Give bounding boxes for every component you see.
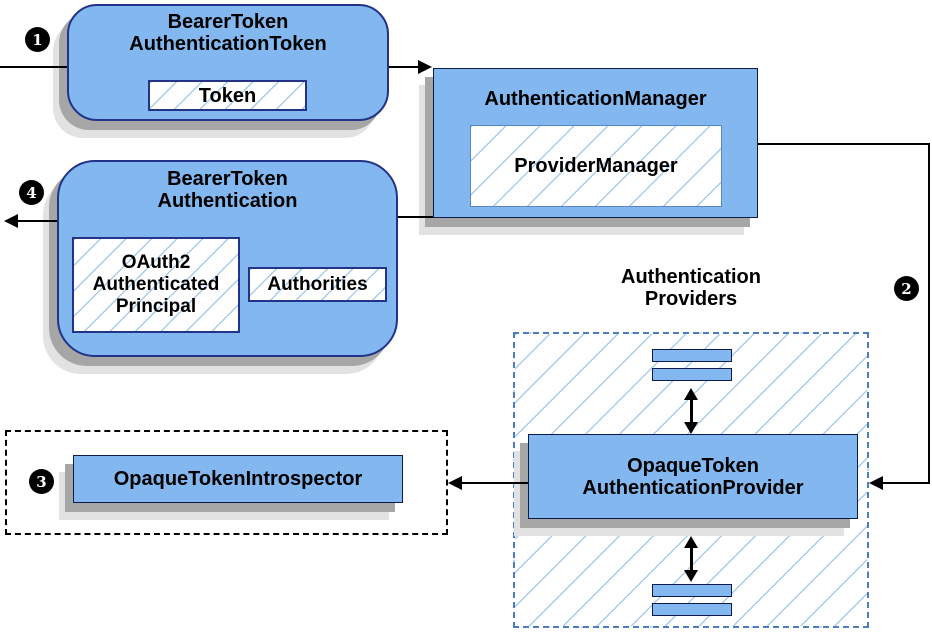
incoming-request-line [0,66,67,69]
provider-manager-label: ProviderManager [514,155,678,177]
provider-stack-bar [652,368,732,381]
principal-line: Principal [115,296,197,317]
title-line: Authentication [157,190,298,212]
title-line: BearerToken [167,168,288,190]
oauth2-authenticated-principal-box: OAuth2 Authenticated Principal [72,237,240,333]
step-number: 4 [26,183,37,202]
introspector-dashed-region [5,430,448,535]
principal-line: OAuth2 [121,252,191,273]
title-line: AuthenticationManager [484,88,707,110]
arrow-shaft [689,397,693,425]
arrow-shaft [689,545,693,573]
token-to-manager-arrowhead-icon [418,60,432,74]
title-line: BearerToken [167,11,289,33]
provider-stack-bar [652,349,732,362]
authentication-out-arrowhead-icon [4,214,18,228]
opaque-token-authentication-provider-box: OpaqueToken AuthenticationProvider [528,434,858,519]
step-badge-1: 1 [25,27,50,52]
provider-title-line: AuthenticationProvider [582,476,804,499]
authorities-label: Authorities [267,273,368,295]
step-badge-3: 3 [29,469,54,494]
token-label: Token [198,84,257,107]
token-to-manager-line [389,66,420,69]
arrow-up-icon [684,536,698,548]
principal-line: Authenticated [92,274,220,295]
arrow-down-icon [684,570,698,582]
double-arrow-icon [683,388,699,434]
step-number: 1 [32,30,43,49]
provider-stack-bar [652,584,732,597]
provider-stack-bar [652,603,732,616]
provider-manager-box: ProviderManager [470,125,722,207]
authentication-out-line [16,220,57,223]
step-number: 2 [901,279,912,298]
step-number: 3 [36,472,47,491]
double-arrow-icon [683,536,699,582]
heading-line: Providers [644,288,738,310]
manager-to-provider-arrowhead-icon [869,476,883,490]
authentication-providers-heading: Authentication Providers [513,266,869,310]
heading-line: Authentication [621,266,761,288]
provider-to-introspector-arrowhead-icon [448,476,462,490]
bearer-token-authentication-title: BearerToken Authentication [57,168,398,212]
bearer-token-authentication-token-title: BearerToken AuthenticationToken [67,11,389,55]
provider-title-line: OpaqueToken [627,454,759,477]
title-line: AuthenticationToken [129,33,327,55]
token-box: Token [148,80,307,111]
opaque-token-introspector-label: OpaqueTokenIntrospector [113,468,363,490]
arrow-up-icon [684,388,698,400]
step-badge-4: 4 [19,180,44,205]
authorities-box: Authorities [248,267,387,302]
manager-to-authentication-line [398,216,433,219]
step-badge-2: 2 [894,276,919,301]
opaque-token-introspector-box: OpaqueTokenIntrospector [73,455,403,503]
manager-to-provider-line-right [928,143,931,484]
provider-to-introspector-line [461,482,528,485]
manager-to-provider-line-bottom [881,482,930,485]
manager-to-provider-line-top [758,143,930,146]
authentication-manager-title: AuthenticationManager [433,88,758,110]
arrow-down-icon [684,422,698,434]
